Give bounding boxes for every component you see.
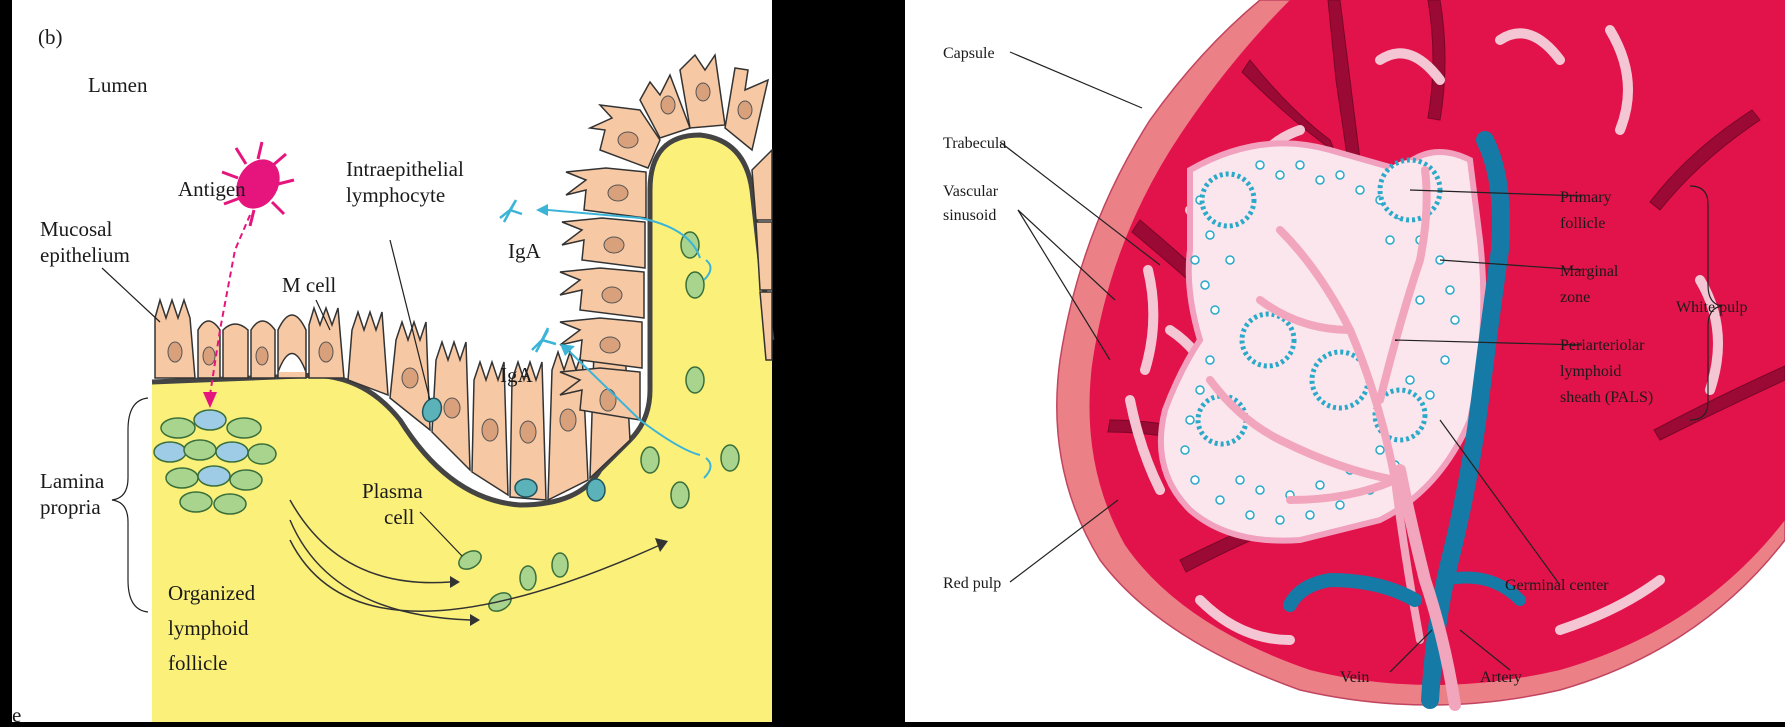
label-pals-3: sheath (PALS) [1560, 389, 1653, 406]
label-capsule: Capsule [943, 45, 995, 62]
panel-letter: (b) [38, 25, 63, 49]
follicle-3 [1242, 314, 1294, 366]
label-white-pulp: White pulp [1676, 299, 1748, 316]
label-lamina-1: Lamina [40, 469, 105, 493]
label-artery: Artery [1480, 669, 1522, 686]
label-organized-3: follicle [168, 651, 227, 675]
label-edge-fragment: e [12, 703, 21, 722]
label-pals-2: lymphoid [1560, 363, 1621, 380]
label-red-pulp: Red pulp [943, 575, 1001, 592]
label-intraepithelial-2: lymphocyte [346, 183, 445, 207]
label-primary-1: Primary [1560, 189, 1612, 206]
label-germinal-center: Germinal center [1505, 577, 1609, 594]
follicle-5 [1198, 396, 1246, 444]
label-iga-mid: IgA [500, 363, 533, 387]
label-trabecula: Trabecula [943, 135, 1006, 152]
label-lamina-2: propria [40, 495, 101, 519]
label-mucosal-1: Mucosal [40, 217, 112, 241]
label-marginal-2: zone [1560, 289, 1590, 306]
label-iga-top: IgA [508, 239, 541, 263]
label-mucosal-2: epithelium [40, 243, 130, 267]
label-marginal-1: Marginal [1560, 263, 1619, 280]
label-pals-1: Periarteriolar [1560, 337, 1645, 354]
label-vascular-2: sinusoid [943, 207, 996, 224]
label-primary-2: follicle [1560, 215, 1605, 232]
label-lumen: Lumen [88, 73, 148, 97]
label-organized-2: lymphoid [168, 616, 249, 640]
label-plasma-1: Plasma [362, 479, 423, 503]
follicle-1 [1202, 174, 1254, 226]
label-plasma-2: cell [384, 505, 414, 529]
label-antigen: Antigen [178, 177, 246, 201]
label-vascular-1: Vascular [943, 183, 999, 200]
label-m-cell: M cell [282, 273, 336, 297]
label-intraepithelial-1: Intraepithelial [346, 157, 464, 181]
label-organized-1: Organized [168, 581, 256, 605]
label-vein: Vein [1340, 669, 1369, 686]
